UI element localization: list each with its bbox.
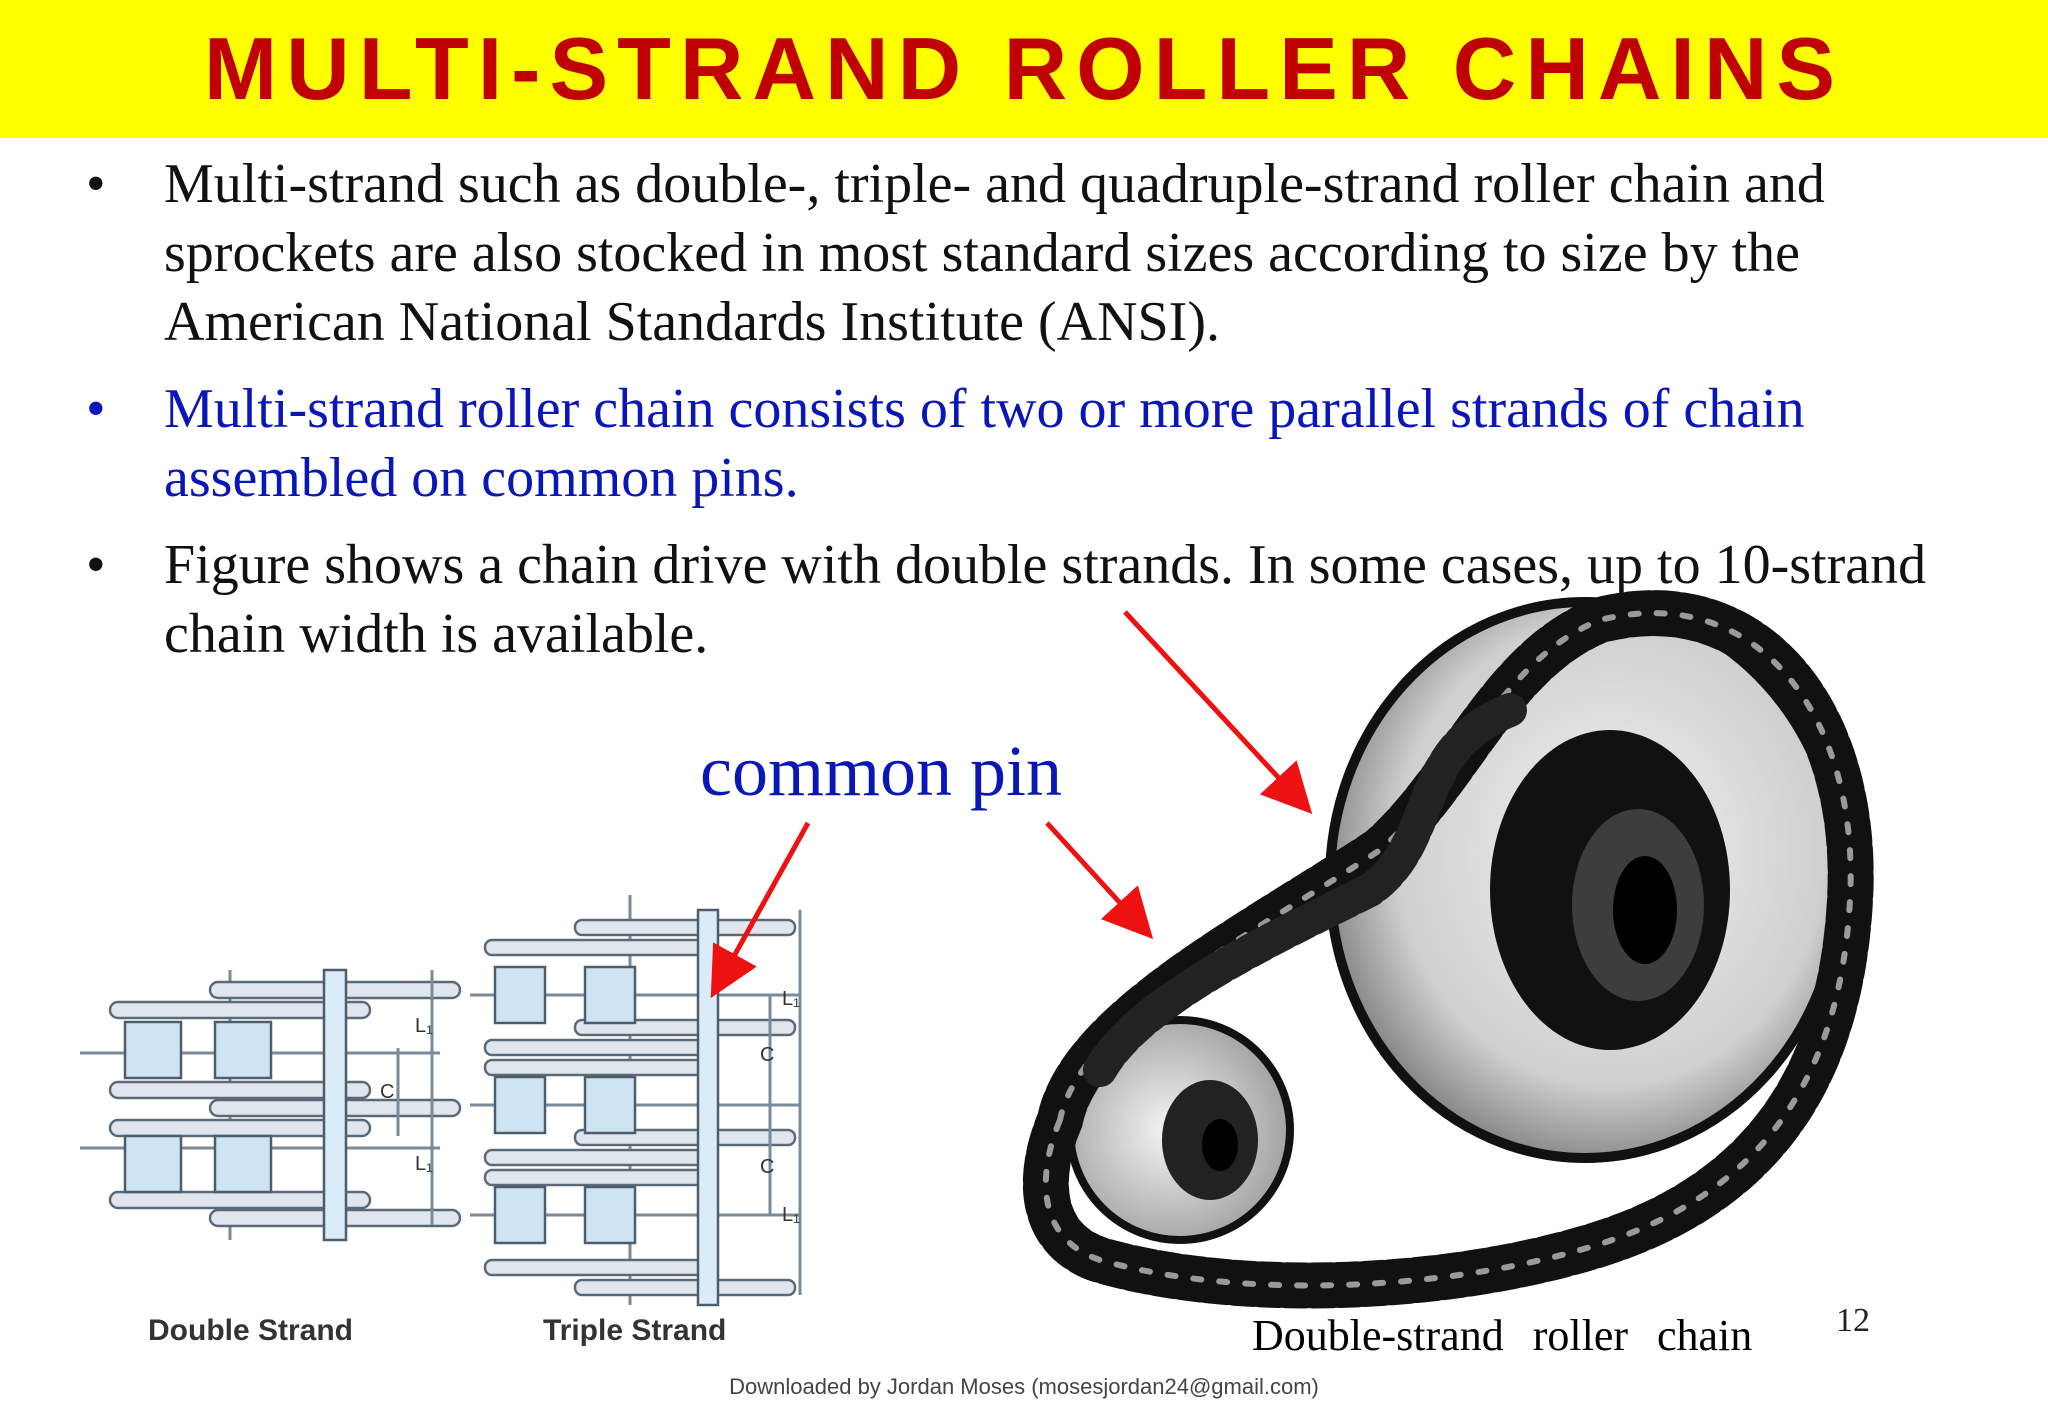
download-footer: Downloaded by Jordan Moses (mosesjordan2… [729,1374,1319,1399]
bullet-item: • Figure shows a chain drive with double… [86,531,1986,669]
slide-title: MULTI-STRAND ROLLER CHAINS [203,19,1845,118]
triple-strand-diagram: L₁ C C L₁ [470,895,802,1307]
double-strand-diagram: L₁ C L₁ [80,968,462,1242]
arrow-to-chain-lower [1045,821,1154,940]
dim-label-c: C [380,1081,394,1103]
dim-label-l1: L₁ [782,988,800,1010]
triple-strand-caption: Triple Strand [543,1314,727,1347]
dim-label-c: C [760,1156,774,1178]
bullet-text: Multi-strand such as double-, triple- an… [164,153,1825,353]
bullet-marker: • [86,534,106,596]
bullet-marker: • [86,378,106,440]
dim-label-l1: L₁ [415,1153,433,1175]
bullet-list: • Multi-strand such as double-, triple- … [86,150,1986,687]
arrow-to-chain-upper [1123,610,1313,815]
dim-label-l1: L₁ [415,1015,433,1037]
dim-label-c: C [760,1044,774,1066]
bullet-text: Figure shows a chain drive with double s… [164,534,1927,665]
arrow-to-triple-pin [710,821,811,999]
photo-caption: Double-strand roller chain [1252,1311,1753,1360]
double-strand-caption: Double Strand [148,1314,354,1347]
small-sprocket [1066,1016,1294,1244]
bullet-text: Multi-strand roller chain consists of tw… [164,378,1805,509]
bullet-item: • Multi-strand roller chain consists of … [86,375,1986,513]
dim-label-l1: L₁ [782,1204,800,1226]
title-banner: MULTI-STRAND ROLLER CHAINS [0,0,2048,138]
common-pin-label: common pin [700,731,1062,811]
page-number: 12 [1836,1302,1870,1339]
double-strand-chain [1022,590,1874,1309]
bullet-marker: • [86,153,106,215]
bullet-item: • Multi-strand such as double-, triple- … [86,150,1986,357]
chain-drive-photo [1022,590,1874,1309]
